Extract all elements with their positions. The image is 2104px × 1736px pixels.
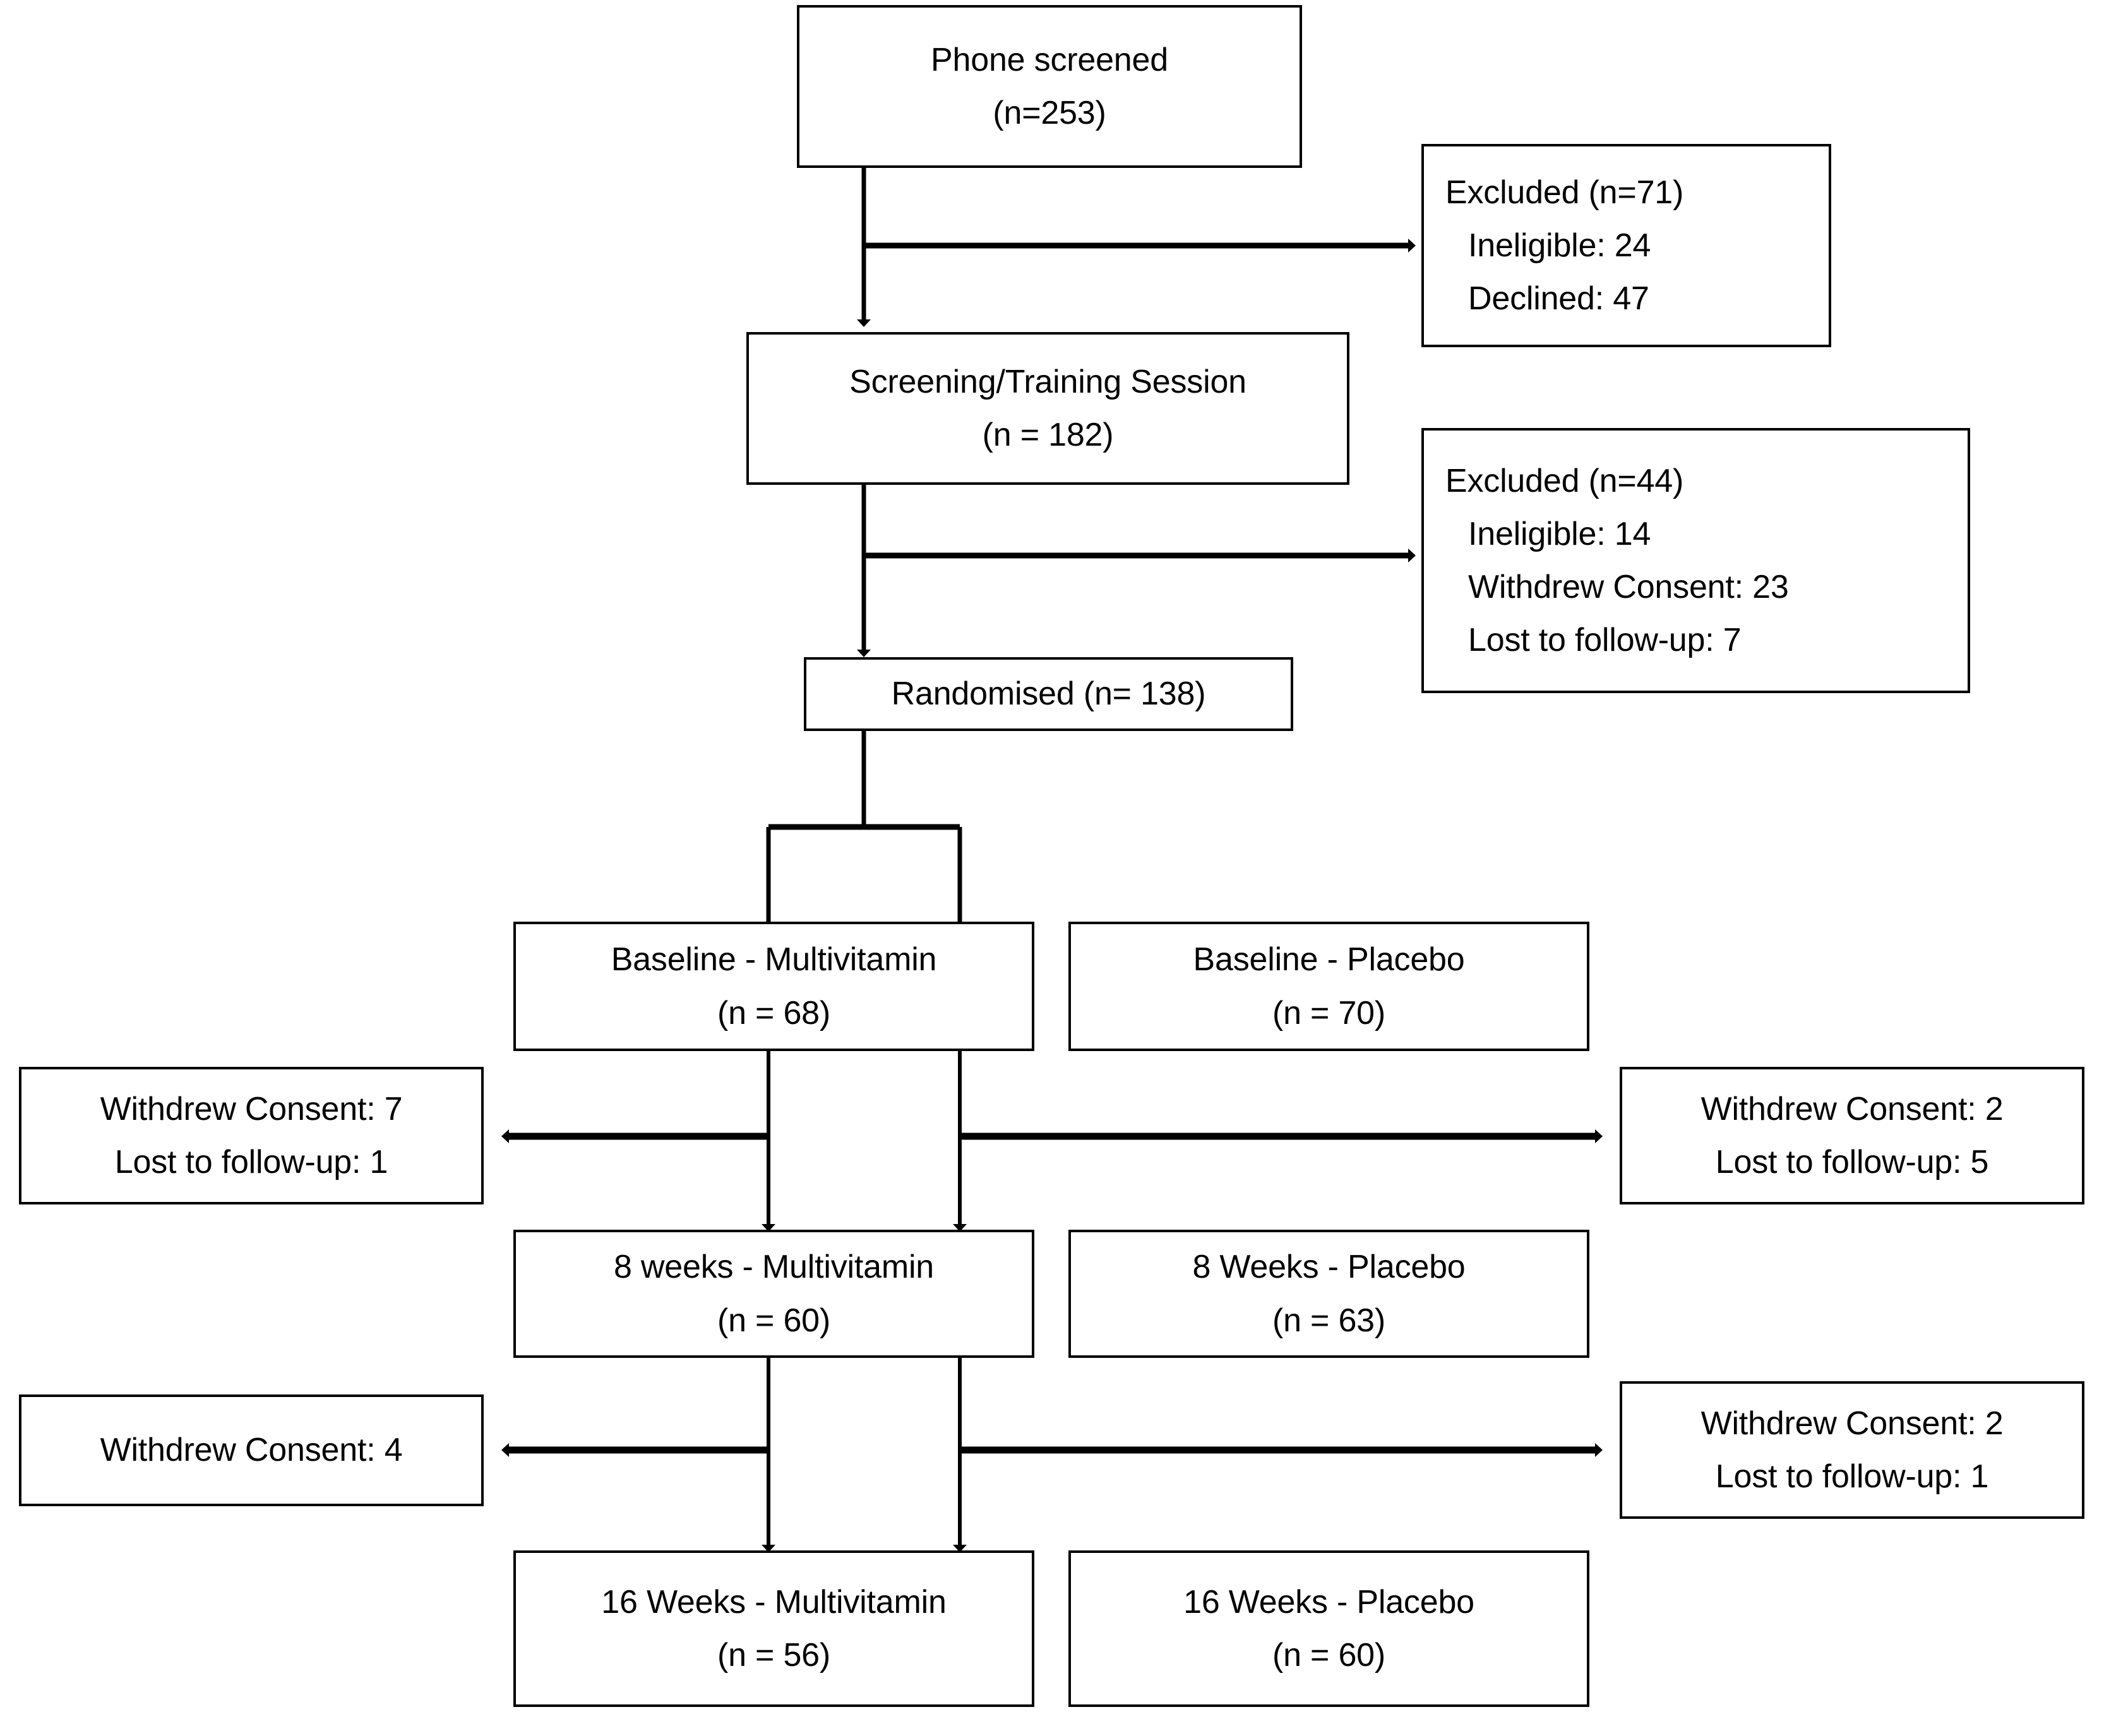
node-dropout-placebo-week16[interactable]: Withdrew Consent: 2 Lost to follow-up: 1 [1620,1381,2084,1519]
node-baseline-multivitamin[interactable]: Baseline - Multivitamin (n = 68) [513,922,1034,1051]
week16-placebo-count: (n = 60) [1272,1637,1386,1674]
screening-training-count: (n = 182) [982,417,1114,453]
node-dropout-multivitamin-week16[interactable]: Withdrew Consent: 4 [19,1394,484,1506]
node-week16-placebo[interactable]: 16 Weeks - Placebo (n = 60) [1068,1550,1589,1707]
dropout-pl2-lost: Lost to follow-up: 1 [1715,1458,1989,1495]
week8-multivitamin-count: (n = 60) [717,1302,831,1339]
node-screening-training[interactable]: Screening/Training Session (n = 182) [746,332,1349,485]
baseline-placebo-count: (n = 70) [1272,994,1386,1031]
week16-placebo-label: 16 Weeks - Placebo [1183,1583,1474,1620]
baseline-placebo-label: Baseline - Placebo [1193,941,1465,978]
node-week16-multivitamin[interactable]: 16 Weeks - Multivitamin (n = 56) [513,1550,1034,1707]
excluded-phone-total: Excluded (n=71) [1445,174,1684,211]
node-week8-multivitamin[interactable]: 8 weeks - Multivitamin (n = 60) [513,1230,1034,1358]
excluded-screening-ineligible: Ineligible: 14 [1468,515,1651,552]
baseline-multivitamin-label: Baseline - Multivitamin [611,941,937,978]
excluded-screening-lost: Lost to follow-up: 7 [1468,622,1742,659]
node-randomised[interactable]: Randomised (n= 138) [804,657,1293,731]
dropout-pl1-lost: Lost to follow-up: 5 [1715,1144,1989,1180]
excluded-phone-declined: Declined: 47 [1468,280,1649,318]
node-baseline-placebo[interactable]: Baseline - Placebo (n = 70) [1068,922,1589,1051]
week16-multivitamin-count: (n = 56) [717,1637,831,1674]
randomised-label: Randomised (n= 138) [891,675,1206,713]
week8-placebo-label: 8 Weeks - Placebo [1192,1249,1466,1286]
excluded-screening-withdrew: Withdrew Consent: 23 [1468,569,1789,605]
node-dropout-placebo-week8[interactable]: Withdrew Consent: 2 Lost to follow-up: 5 [1620,1067,2084,1204]
week16-multivitamin-label: 16 Weeks - Multivitamin [601,1583,947,1620]
week8-multivitamin-label: 8 weeks - Multivitamin [613,1249,935,1286]
dropout-mv2-withdrew: Withdrew Consent: 4 [100,1432,403,1469]
dropout-pl2-withdrew: Withdrew Consent: 2 [1701,1405,2004,1442]
week8-placebo-count: (n = 63) [1272,1302,1386,1339]
phone-screened-label: Phone screened [931,41,1168,78]
dropout-mv1-withdrew: Withdrew Consent: 7 [100,1090,403,1127]
node-week8-placebo[interactable]: 8 Weeks - Placebo (n = 63) [1068,1230,1589,1358]
node-phone-screened[interactable]: Phone screened (n=253) [797,5,1302,168]
node-excluded-screening[interactable]: Excluded (n=44) Ineligible: 14 Withdrew … [1421,428,1970,693]
dropout-pl1-withdrew: Withdrew Consent: 2 [1701,1090,2004,1127]
phone-screened-count: (n=253) [993,95,1106,131]
node-excluded-phone[interactable]: Excluded (n=71) Ineligible: 24 Declined:… [1421,144,1831,347]
excluded-phone-ineligible: Ineligible: 24 [1468,227,1651,264]
screening-training-label: Screening/Training Session [849,363,1246,400]
baseline-multivitamin-count: (n = 68) [717,994,831,1031]
dropout-mv1-lost: Lost to follow-up: 1 [114,1144,388,1180]
excluded-screening-total: Excluded (n=44) [1445,462,1684,499]
node-dropout-multivitamin-week8[interactable]: Withdrew Consent: 7 Lost to follow-up: 1 [19,1067,484,1204]
